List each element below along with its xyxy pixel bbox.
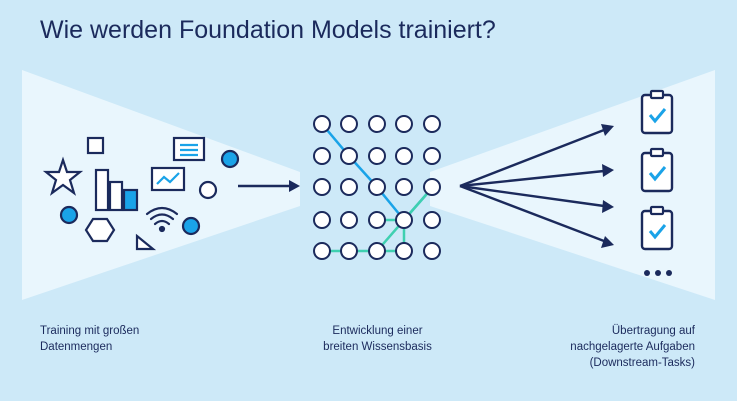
clipboard-check-icon — [640, 147, 674, 193]
line-chart-icon — [150, 166, 186, 192]
caption-left-line-2: Datenmengen — [40, 341, 113, 353]
wifi-icon — [145, 206, 179, 233]
caption-right-line-3: (Downstream-Tasks) — [589, 357, 695, 369]
bar-chart-icon — [94, 168, 139, 212]
page-title: Wie werden Foundation Models trainiert? — [40, 16, 496, 44]
square-icon — [86, 136, 105, 155]
data-items — [42, 136, 240, 251]
more-icon — [644, 270, 672, 276]
circle-icon — [59, 205, 79, 225]
clipboard-check-icon — [640, 89, 674, 135]
caption-right-line-1: Übertragung auf — [611, 325, 695, 337]
tasks — [640, 89, 674, 276]
caption-center: Entwicklung einer breiten Wissensbasis — [290, 323, 465, 355]
document-icon — [172, 136, 206, 162]
circle-icon — [181, 216, 201, 236]
triangle-icon — [135, 233, 157, 251]
circle-icon — [198, 180, 218, 200]
caption-center-line-2: breiten Wissensbasis — [323, 341, 432, 353]
clipboard-check-icon — [640, 205, 674, 251]
caption-left-line-1: Training mit großen — [40, 325, 140, 337]
caption-center-line-1: Entwicklung einer — [332, 325, 423, 337]
output-arrows — [459, 124, 614, 248]
circle-icon — [220, 149, 240, 169]
star-icon — [42, 156, 84, 196]
caption-left: Training mit großen Datenmengen — [40, 323, 139, 355]
knowledge-network — [313, 115, 441, 260]
input-arrow — [238, 180, 300, 192]
caption-right-line-2: nachgelagerte Aufgaben — [570, 341, 695, 353]
hexagon-icon — [84, 217, 116, 243]
caption-right: Übertragung auf nachgelagerte Aufgaben (… — [570, 323, 695, 371]
